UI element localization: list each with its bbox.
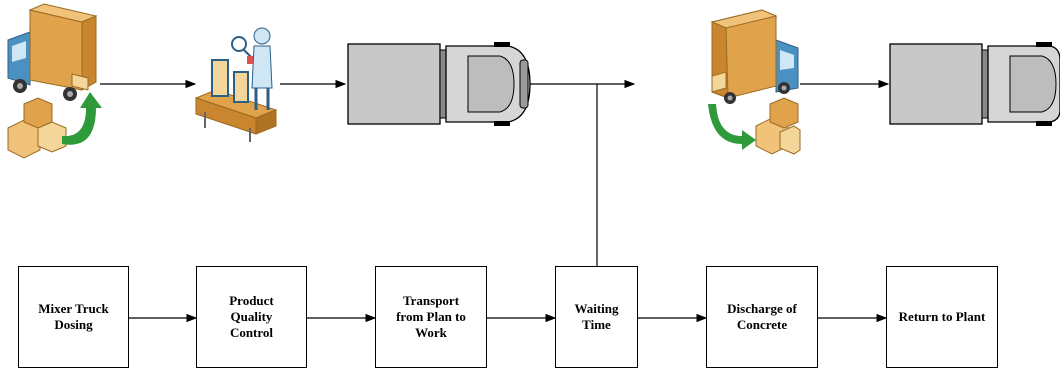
unloading-truck-icon xyxy=(708,10,800,154)
step-label: Mixer Truck Dosing xyxy=(38,301,108,333)
step-label: Discharge of Concrete xyxy=(727,301,797,333)
step-box-discharge-of-concrete: Discharge of Concrete xyxy=(706,266,818,368)
step-box-transport: Transport from Plan to Work xyxy=(375,266,487,368)
step-label: Waiting Time xyxy=(574,301,618,333)
return-truck-icon xyxy=(890,42,1060,126)
step-label: Product Quality Control xyxy=(229,293,274,341)
loading-truck-icon xyxy=(8,4,102,158)
step-box-mixer-truck-dosing: Mixer Truck Dosing xyxy=(18,266,129,368)
step-label: Return to Plant xyxy=(899,309,986,325)
step-box-waiting-time: Waiting Time xyxy=(555,266,638,368)
transport-truck-icon xyxy=(348,42,530,126)
step-box-product-quality-control: Product Quality Control xyxy=(196,266,307,368)
quality-inspection-icon xyxy=(196,28,276,142)
step-box-return-to-plant: Return to Plant xyxy=(886,266,998,368)
step-label: Transport from Plan to Work xyxy=(396,293,466,341)
